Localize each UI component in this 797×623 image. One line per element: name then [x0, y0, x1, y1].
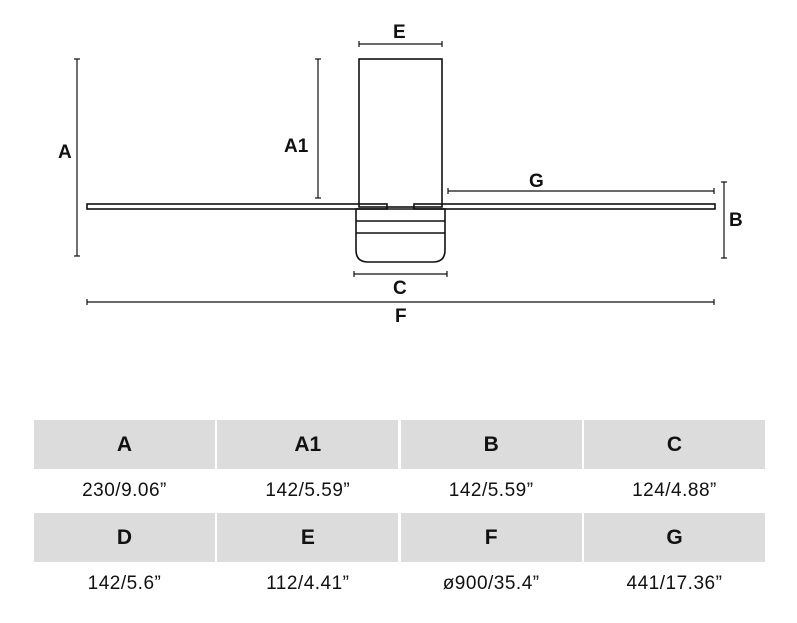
dim-label-e: E: [393, 22, 406, 43]
fan-dimension-diagram: A A1 E G B C F: [58, 22, 743, 327]
dimension-table: A A1 B C 230/9.06” 142/5.59” 142/5.59” 1…: [34, 420, 765, 606]
table-header-cell: B: [400, 420, 582, 469]
table-value-row: 230/9.06” 142/5.59” 142/5.59” 124/4.88”: [34, 469, 765, 513]
dim-label-a1: A1: [284, 136, 309, 157]
table-header-cell: E: [217, 513, 399, 562]
dim-label-a: A: [58, 142, 72, 163]
fan-blade-right: [413, 203, 716, 210]
table-value-cell: 142/5.59”: [217, 469, 399, 513]
table-header-cell: F: [400, 513, 582, 562]
fan-hub: [355, 208, 446, 263]
dim-label-b: B: [729, 210, 743, 231]
table-header-row: A A1 B C: [34, 420, 765, 469]
dim-label-f: F: [395, 306, 407, 327]
table-value-cell: 230/9.06”: [34, 469, 215, 513]
table-header-cell: C: [583, 420, 765, 469]
table-header-cell: D: [34, 513, 215, 562]
table-header-cell: A1: [217, 420, 399, 469]
table-header-cell: A: [34, 420, 215, 469]
table-value-cell: 124/4.88”: [583, 469, 765, 513]
table-value-cell: ø900/35.4”: [400, 562, 582, 606]
table-value-cell: 142/5.59”: [400, 469, 582, 513]
fan-column: [358, 58, 443, 208]
dim-label-c: C: [393, 278, 407, 299]
fan-blade-left: [86, 203, 388, 210]
table-value-cell: 441/17.36”: [583, 562, 765, 606]
table-value-cell: 112/4.41”: [217, 562, 399, 606]
table-value-cell: 142/5.6”: [34, 562, 215, 606]
table-value-row: 142/5.6” 112/4.41” ø900/35.4” 441/17.36”: [34, 562, 765, 606]
dim-label-g: G: [529, 171, 544, 192]
table-header-row: D E F G: [34, 513, 765, 562]
table-header-cell: G: [583, 513, 765, 562]
